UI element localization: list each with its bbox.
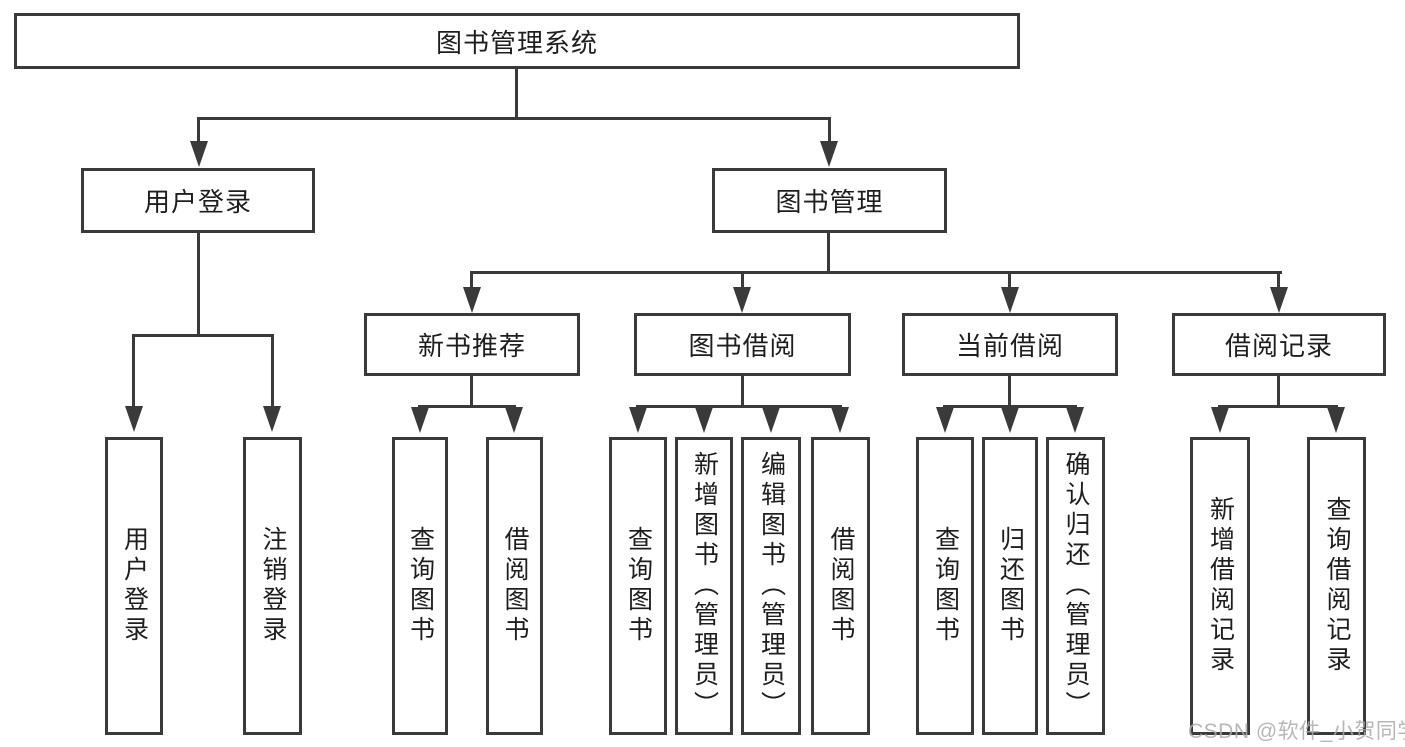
leaf-logout: 注销登录 (243, 437, 302, 735)
edge-line (271, 334, 274, 410)
edge-line (470, 271, 1282, 274)
leaf-label: 借阅图书 (827, 526, 855, 646)
edge-line (1008, 271, 1011, 291)
leaf-return-books: 归还图书 (982, 437, 1038, 735)
edge-line (515, 69, 518, 119)
node-label: 用户登录 (143, 187, 252, 217)
node-library-system: 图书管理系统 (14, 13, 1020, 69)
edge-line (1277, 376, 1280, 407)
node-label: 当前借阅 (955, 331, 1064, 361)
leaf-label: 新增图书（管理员） (690, 451, 719, 721)
arrowhead-down-icon (831, 407, 849, 433)
watermark: CSDN @软件_小贺同学 (1188, 720, 1405, 743)
edge-line (197, 117, 831, 120)
leaf-label: 注销登录 (259, 526, 287, 646)
leaf-add-borrow-record: 新增借阅记录 (1190, 437, 1250, 735)
leaf-recommend-query-books: 查询图书 (392, 437, 448, 735)
arrowhead-down-icon (190, 141, 208, 167)
edge-line (418, 405, 516, 408)
leaf-recommend-borrow-books: 借阅图书 (486, 437, 543, 735)
arrowhead-down-icon (1001, 287, 1019, 313)
edge-line (1277, 271, 1280, 291)
leaf-label: 新增借阅记录 (1206, 496, 1235, 676)
arrowhead-down-icon (1211, 407, 1229, 433)
leaf-label: 归还图书 (996, 526, 1025, 646)
arrowhead-down-icon (936, 407, 954, 433)
leaf-query-borrow-record: 查询借阅记录 (1307, 437, 1366, 735)
leaf-label: 确认归还（管理员） (1062, 451, 1090, 721)
leaf-current-query-books: 查询图书 (916, 437, 974, 735)
edge-line (132, 334, 274, 337)
leaf-edit-books-admin: 编辑图书（管理员） (741, 437, 801, 735)
arrowhead-down-icon (1327, 407, 1345, 433)
arrowhead-down-icon (629, 407, 647, 433)
node-new-book-recommend: 新书推荐 (364, 313, 580, 376)
arrowhead-down-icon (125, 406, 143, 432)
edge-line (197, 117, 200, 145)
arrowhead-down-icon (263, 406, 281, 432)
edge-line (828, 117, 831, 145)
leaf-confirm-return-admin: 确认归还（管理员） (1046, 437, 1105, 735)
node-book-borrowing: 图书借阅 (634, 313, 851, 376)
node-label: 图书管理 (775, 187, 884, 217)
edge-line (636, 405, 842, 408)
leaf-label: 借阅图书 (501, 526, 529, 646)
node-label: 图书借阅 (688, 331, 797, 361)
arrowhead-down-icon (411, 407, 429, 433)
arrowhead-down-icon (505, 407, 523, 433)
node-borrow-records: 借阅记录 (1172, 313, 1386, 376)
arrowhead-down-icon (820, 141, 838, 167)
edge-line (741, 376, 744, 407)
leaf-label: 查询图书 (406, 526, 435, 646)
node-label: 借阅记录 (1224, 331, 1333, 361)
node-user-login: 用户登录 (81, 168, 315, 233)
edge-line (132, 334, 135, 410)
leaf-add-books-admin: 新增图书（管理员） (675, 437, 733, 735)
edge-line (943, 405, 1077, 408)
arrowhead-down-icon (762, 407, 780, 433)
edge-line (470, 271, 473, 291)
node-label: 新书推荐 (417, 331, 526, 361)
node-book-management: 图书管理 (712, 168, 947, 233)
leaf-label: 查询图书 (624, 526, 653, 646)
arrowhead-down-icon (1270, 287, 1288, 313)
node-current-borrowing: 当前借阅 (902, 313, 1118, 376)
leaf-label: 查询图书 (931, 526, 960, 646)
arrowhead-down-icon (1066, 407, 1084, 433)
edge-line (470, 376, 473, 407)
edge-line (197, 233, 200, 336)
leaf-borrowing-query-books: 查询图书 (609, 437, 667, 735)
leaf-borrowing-borrow-books: 借阅图书 (811, 437, 870, 735)
leaf-label: 查询借阅记录 (1323, 496, 1351, 676)
edge-line (1008, 376, 1011, 407)
node-label: 图书管理系统 (435, 27, 598, 58)
leaf-label: 编辑图书（管理员） (757, 451, 786, 721)
edge-line (1218, 405, 1338, 408)
leaf-user-login: 用户登录 (105, 437, 163, 735)
arrowhead-down-icon (1001, 407, 1019, 433)
edge-line (827, 233, 830, 273)
arrowhead-down-icon (733, 287, 751, 313)
arrowhead-down-icon (695, 407, 713, 433)
leaf-label: 用户登录 (120, 526, 149, 646)
arrowhead-down-icon (463, 287, 481, 313)
edge-line (741, 271, 744, 291)
